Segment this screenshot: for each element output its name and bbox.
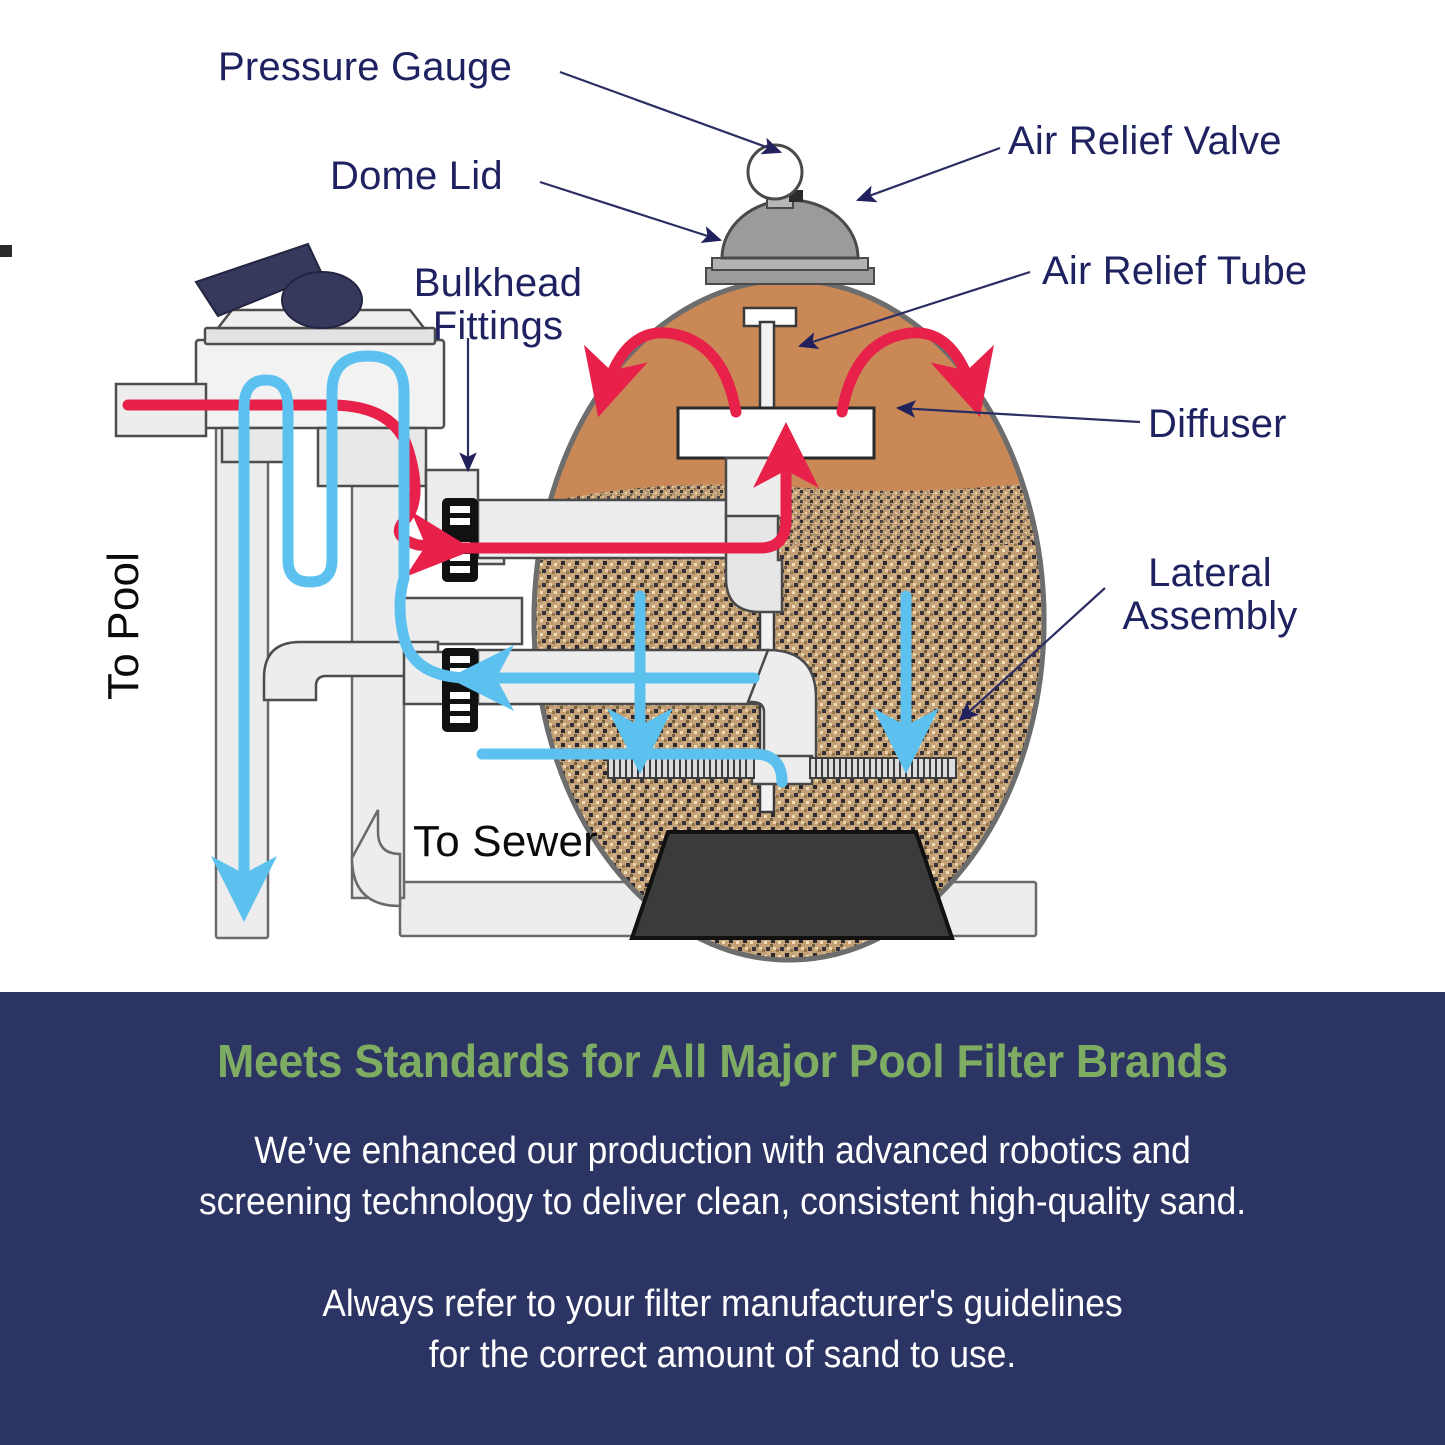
label-lateral-assembly: Lateral Assembly [1112, 551, 1308, 639]
bulkhead-fitting-lower [442, 648, 478, 732]
leader-pressure-gauge [559, 70, 783, 155]
pressure-gauge-dial [746, 143, 804, 201]
banner-paragraph-2-line-2: for the correct amount of sand to use. [428, 1333, 1017, 1376]
red-flow-right-spread [836, 327, 995, 418]
banner-paragraph-1-line-2: screening technology to deliver clean, c… [198, 1180, 1247, 1223]
handle-knob [281, 271, 363, 329]
bulkhead-fitting-upper [442, 498, 478, 582]
flow-return-blue [211, 350, 939, 922]
inlet-elbow [724, 514, 784, 614]
label-air-relief-tube: Air Relief Tube [1042, 249, 1308, 293]
leader-lateral-assembly [958, 587, 1106, 722]
leader-air-relief-valve [855, 146, 1001, 203]
label-bulkhead-fittings-line2: Fittings [432, 304, 564, 349]
red-flow-up-riser [753, 422, 819, 554]
label-diffuser: Diffuser [1148, 402, 1287, 446]
valve-lower-run [402, 596, 524, 646]
label-lateral-assembly-line1: Lateral [1148, 551, 1272, 595]
valve-handle [194, 242, 363, 329]
blue-flow-top-bend [326, 350, 410, 414]
sand-filter-illustration [0, 70, 1141, 963]
banner-paragraph-2-line-1: Always refer to your filter manufacturer… [322, 1283, 1123, 1326]
banner-paragraph-1-line-1: We’ve enhanced our production with advan… [254, 1130, 1191, 1172]
label-dome-lid: Dome Lid [330, 154, 503, 198]
sewer-elbow [350, 809, 402, 908]
leader-diffuser [895, 400, 1141, 424]
blue-flow-lateral-join [748, 748, 788, 788]
label-pressure-gauge: Pressure Gauge [218, 45, 513, 89]
inlet-up-stub [724, 456, 784, 520]
label-lateral-assembly-line2: Assembly [1122, 594, 1298, 639]
banner-paragraph-2: Always refer to your filter manufacturer… [0, 1279, 1445, 1380]
blue-flow-riser-up [394, 386, 476, 684]
dome-bolt [0, 245, 12, 257]
dome-lid-assembly [0, 143, 875, 285]
callout-leaders [459, 70, 1141, 722]
label-to-pool: To Pool [99, 551, 148, 700]
dome-flange-upper [711, 257, 869, 271]
leader-dome-lid [539, 180, 723, 243]
banner-headline: Meets Standards for All Major Pool Filte… [217, 1035, 1228, 1087]
label-bulkhead-fittings: Bulkhead Fittings [408, 261, 588, 349]
label-air-relief-valve: Air Relief Valve [1008, 119, 1282, 163]
tank-base [629, 830, 955, 940]
blue-flow-u [282, 402, 338, 588]
banner-paragraph-1: We’ve enhanced our production with advan… [0, 1126, 1445, 1227]
valve-port-left [220, 426, 286, 464]
label-to-sewer: To Sewer [413, 817, 599, 866]
banner-content: Meets Standards for All Major Pool Filte… [0, 992, 1445, 1380]
label-bulkhead-fittings-line1: Bulkhead [413, 261, 583, 305]
blue-flow-to-pool [211, 374, 294, 922]
valve-collar [203, 326, 437, 346]
backwash-elbow [262, 640, 440, 702]
red-flow-left-spread [583, 327, 742, 418]
leader-air-relief-tube [797, 270, 1031, 349]
promo-banner: Meets Standards for All Major Pool Filte… [0, 992, 1445, 1445]
sand-filter-diagram: Pressure Gauge Air Relief Valve Dome Lid… [0, 45, 1308, 963]
